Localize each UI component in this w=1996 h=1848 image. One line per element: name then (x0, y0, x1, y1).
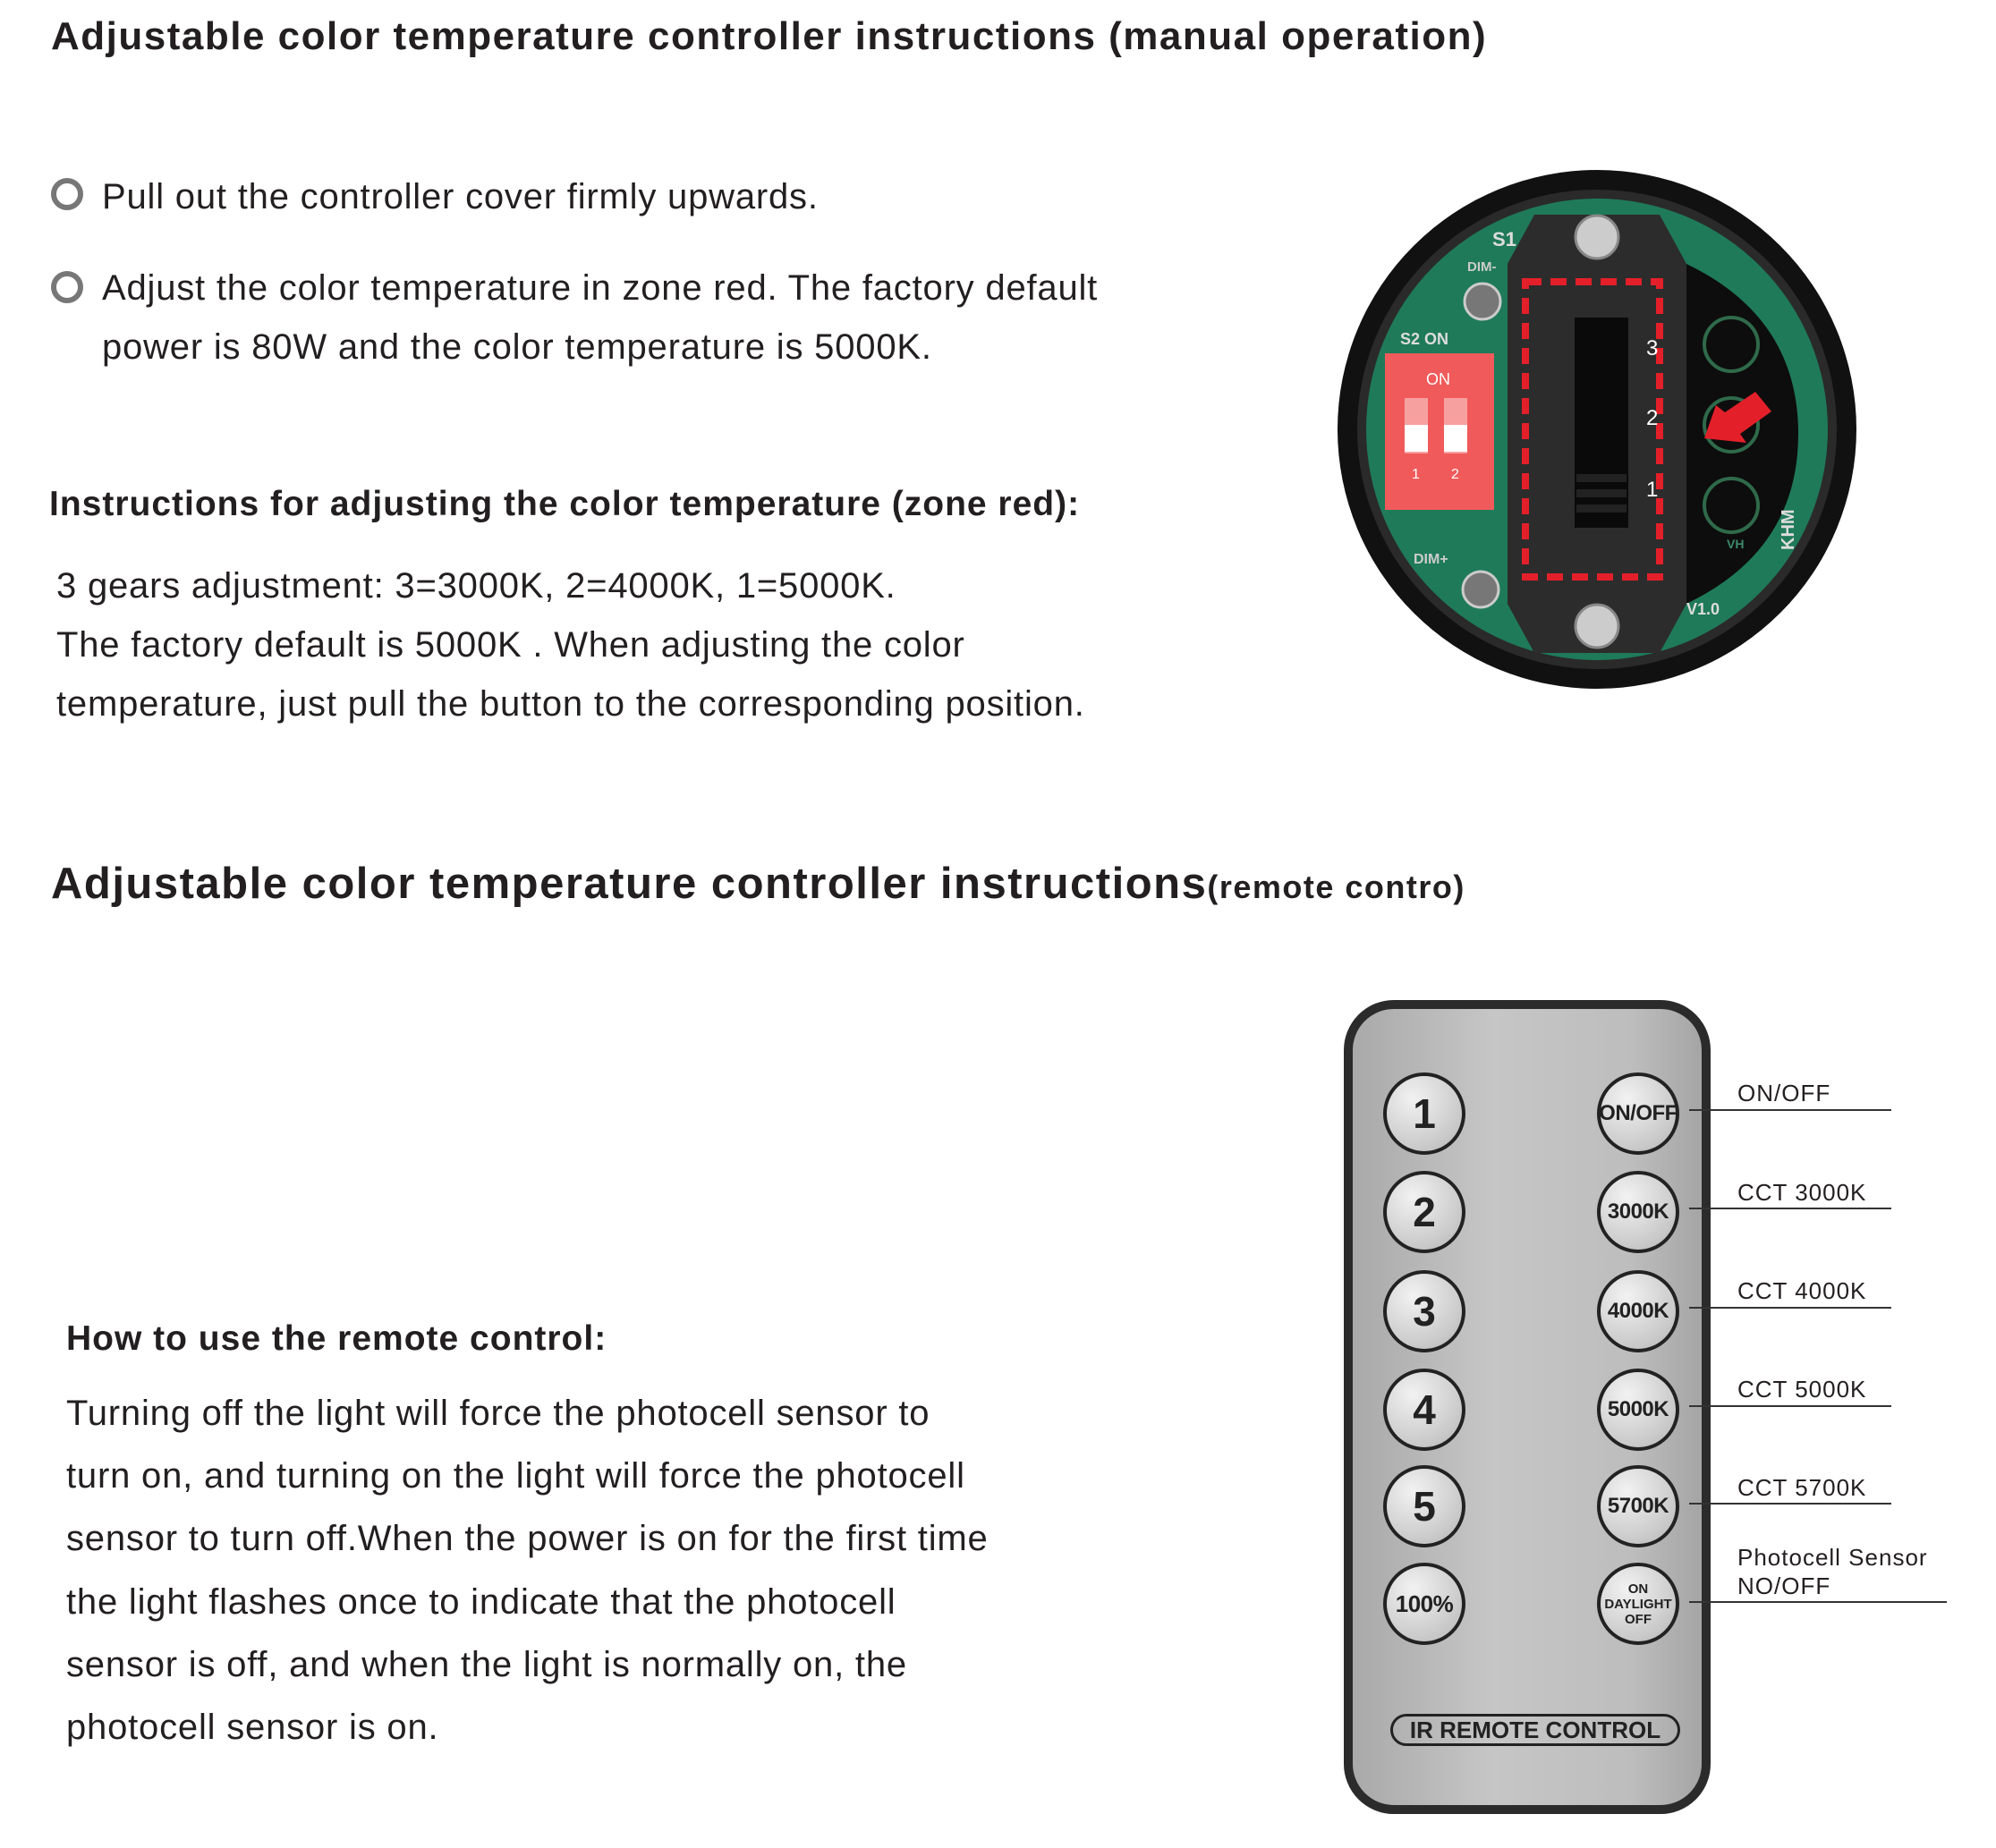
remote-instructions-line: sensor to turn off.When the power is on … (66, 1519, 989, 1558)
remote-instructions-line: turn on, and turning on the light will f… (66, 1456, 965, 1496)
callout-cct-3000k: CCT 3000K (1737, 1179, 1867, 1206)
remote-button-4000k[interactable]: 4000K (1597, 1270, 1679, 1352)
callout-cct-5700k: CCT 5700K (1737, 1474, 1867, 1501)
brand-label: KHM (1779, 509, 1798, 550)
switch-position-3: 3 (1646, 336, 1658, 360)
remote-instructions-line: the light flashes once to indicate that … (66, 1582, 896, 1622)
dip-2-label: 2 (1451, 467, 1459, 482)
vh-label: VH (1727, 537, 1744, 551)
remote-button-5[interactable]: 5 (1383, 1465, 1465, 1547)
bullet-circle-icon (51, 271, 83, 303)
red-arrow-icon (1704, 392, 1771, 443)
adjust-instructions-heading: Instructions for adjusting the color tem… (49, 485, 1081, 523)
remote-button-daylight[interactable]: ON DAYLIGHT OFF (1597, 1563, 1679, 1645)
remote-section-title-main: Adjustable color temperature controller … (51, 860, 1208, 908)
remote-button-100-percent[interactable]: 100% (1383, 1563, 1465, 1645)
remote-button-1[interactable]: 1 (1383, 1072, 1465, 1155)
daylight-on-text: ON (1627, 1581, 1649, 1597)
dip-1-label: 1 (1412, 467, 1420, 482)
how-to-use-heading: How to use the remote control: (66, 1319, 607, 1358)
default-line: The factory default is 5000K . When adju… (56, 625, 965, 665)
callout-line (1689, 1307, 1891, 1309)
step-adjust-zone-red-cont: power is 80W and the color temperature i… (102, 327, 932, 367)
remote-instructions-line: photocell sensor is on. (66, 1708, 439, 1747)
remote-instructions-line: sensor is off, and when the light is nor… (66, 1645, 907, 1684)
step-adjust-zone-red: Adjust the color temperature in zone red… (102, 268, 1099, 308)
callout-cct-5000k: CCT 5000K (1737, 1376, 1867, 1403)
ir-remote-label: IR REMOTE CONTROL (1390, 1714, 1680, 1746)
step-pull-cover: Pull out the controller cover firmly upw… (102, 177, 819, 216)
remote-section-title: Adjustable color temperature controller … (51, 859, 1465, 909)
manual-section-title: Adjustable color temperature controller … (51, 14, 1488, 58)
version-label: V1.0 (1686, 600, 1720, 618)
remote-button-2[interactable]: 2 (1383, 1171, 1465, 1253)
remote-button-on-off[interactable]: ON/OFF (1597, 1072, 1679, 1155)
remote-button-3000k[interactable]: 3000K (1597, 1171, 1679, 1253)
callout-line (1689, 1601, 1947, 1603)
dip-on-label: ON (1426, 370, 1450, 388)
gears-line: 3 gears adjustment: 3=3000K, 2=4000K, 1=… (56, 566, 896, 606)
remote-section-title-suffix: (remote contro) (1207, 869, 1465, 905)
s2-on-label: S2 ON (1400, 330, 1448, 348)
callout-line (1689, 1109, 1891, 1111)
switch-position-2: 2 (1646, 406, 1658, 430)
callout-photocell: Photocell Sensor (1737, 1544, 1928, 1571)
daylight-off-text: OFF (1625, 1611, 1652, 1627)
remote-button-4[interactable]: 4 (1383, 1369, 1465, 1451)
remote-button-3[interactable]: 3 (1383, 1270, 1465, 1352)
dim-plus-label: DIM+ (1414, 552, 1448, 567)
daylight-text: DAYLIGHT (1604, 1596, 1672, 1612)
switch-position-1: 1 (1646, 478, 1658, 502)
bullet-circle-icon (51, 178, 83, 210)
adjust-line: temperature, just pull the button to the… (56, 684, 1085, 724)
controller-photo: 3 2 1 ON 1 2 S1 DIM- S2 ON DIM+ V1.0 VH … (1338, 170, 1856, 689)
callout-line (1689, 1405, 1891, 1407)
s1-label: S1 (1492, 228, 1516, 250)
callout-line (1689, 1208, 1891, 1209)
ir-remote-control: 1 2 3 4 5 100% ON/OFF 3000K 4000K 5000K … (1344, 1000, 1711, 1814)
remote-button-5700k[interactable]: 5700K (1597, 1465, 1679, 1547)
callout-line (1689, 1503, 1891, 1505)
dim-minus-label: DIM- (1467, 259, 1497, 275)
callout-on-off: ON/OFF (1737, 1080, 1831, 1106)
remote-instructions-line: Turning off the light will force the pho… (66, 1394, 930, 1433)
remote-button-5000k[interactable]: 5000K (1597, 1369, 1679, 1451)
callout-photocell-state: NO/OFF (1737, 1572, 1831, 1599)
callout-cct-4000k: CCT 4000K (1737, 1277, 1867, 1304)
